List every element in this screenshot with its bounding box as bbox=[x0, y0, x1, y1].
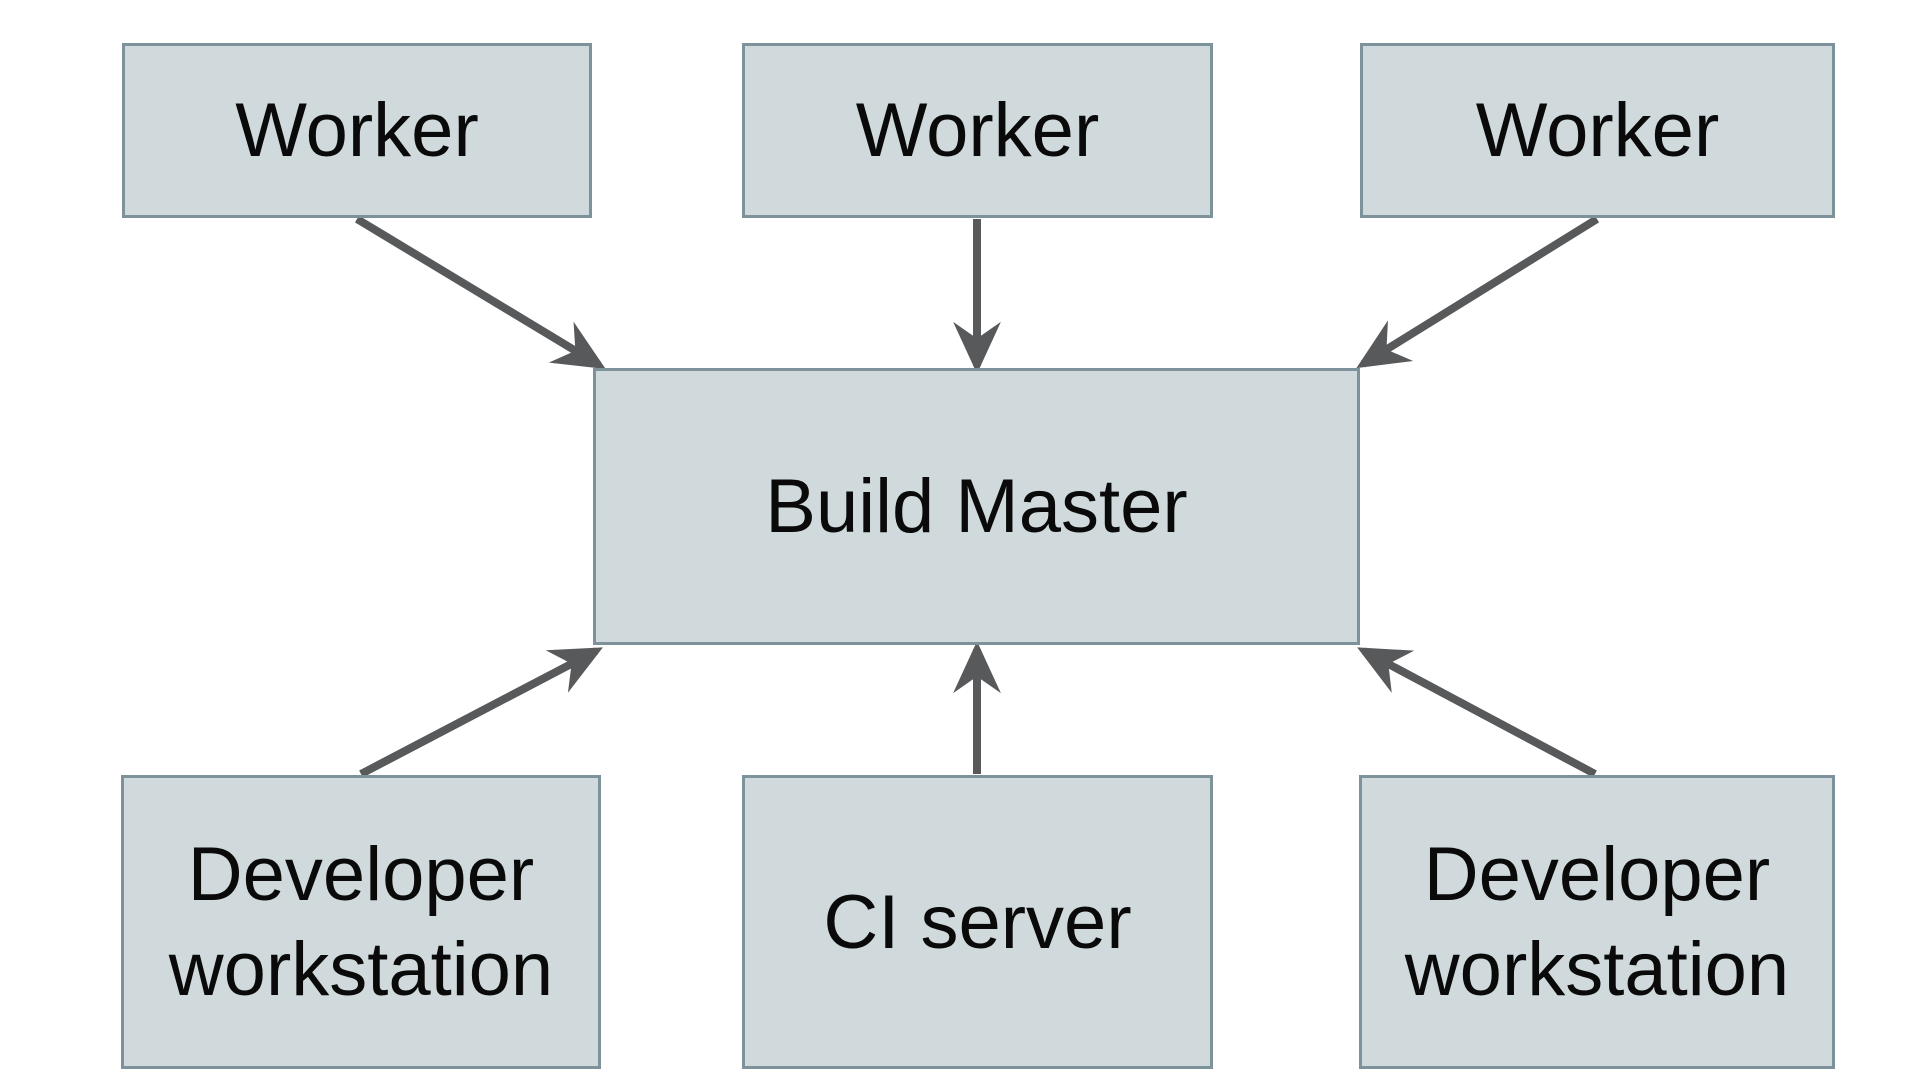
arrow-developer-workstation-2-to-build-master bbox=[1357, 647, 1597, 778]
node-ci-server-label: CI server bbox=[823, 879, 1132, 965]
node-worker-2-label: Worker bbox=[855, 88, 1100, 173]
node-ci-server: CI server bbox=[742, 775, 1213, 1069]
node-worker-3-label: Worker bbox=[1475, 88, 1720, 173]
node-developer-workstation-1: Developer workstation bbox=[121, 775, 601, 1069]
node-worker-2: Worker bbox=[742, 43, 1213, 218]
node-build-master-label: Build Master bbox=[765, 464, 1188, 549]
node-worker-1: Worker bbox=[122, 43, 592, 218]
node-developer-workstation-2: Developer workstation bbox=[1359, 775, 1835, 1069]
node-worker-3: Worker bbox=[1360, 43, 1835, 218]
arrow-developer-workstation-1-to-build-master bbox=[359, 647, 603, 778]
arrow-worker-3-to-build-master bbox=[1356, 215, 1600, 369]
node-developer-workstation-1-label: Developer workstation bbox=[168, 832, 554, 1012]
arrow-worker-1-to-build-master bbox=[354, 215, 606, 370]
node-developer-workstation-2-label: Developer workstation bbox=[1404, 832, 1790, 1012]
node-build-master: Build Master bbox=[593, 368, 1360, 645]
node-worker-1-label: Worker bbox=[235, 88, 479, 173]
